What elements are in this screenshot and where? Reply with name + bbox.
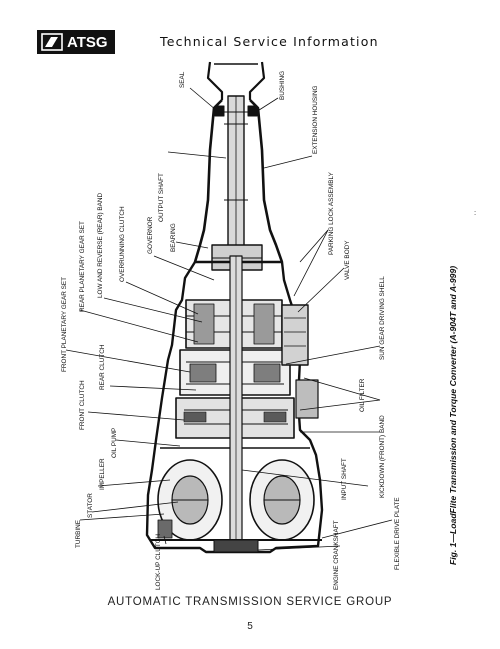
label-overrunning-clutch: OVERRUNNING CLUTCH [119,206,126,282]
label-bushing: BUSHING [279,71,286,100]
label-rear-clutch: REAR CLUTCH [99,344,106,390]
label-impeller: IMPELLER [99,458,106,490]
label-output-shaft: OUTPUT SHAFT [158,173,165,222]
label-engine-crankshaft: ENGINE CRANKSHAFT [333,520,340,590]
label-rear-planetary-gear-set: REAR PLANETARY GEAR SET [79,221,86,312]
margin-marks: ' ' [475,211,481,215]
logo-text: ATSG [67,33,108,51]
label-seal: SEAL [179,71,186,88]
label-lock-up-clutch: LOCK-UP CLUTCH [155,534,162,590]
label-bearing: BEARING [170,223,177,252]
label-turbine: TURBINE [75,520,82,548]
atsg-logo: ATSG [37,30,115,54]
label-governor: GOVERNOR [147,216,154,254]
figure-caption: Fig. 1—LoadFlite Transmission and Torque… [448,266,458,565]
label-low-reverse-band: LOW AND REVERSE (REAR) BAND [97,193,104,298]
page-title: Technical Service Information [160,34,379,49]
label-front-planetary-gear-set: FRONT PLANETARY GEAR SET [61,277,68,372]
label-sun-gear-driving-shell: SUN GEAR DRIVING SHELL [379,276,386,360]
page-number: 5 [247,621,253,632]
label-stator: STATOR [87,493,94,518]
label-extension-housing: EXTENSION HOUSING [312,85,319,154]
label-oil-filter: OIL FILTER [359,378,366,412]
label-kickdown-band: KICKDOWN (FRONT) BAND [379,415,386,498]
atsg-logo-mark-icon [41,33,63,51]
label-parking-lock-assembly: PARKING LOCK ASSEMBLY [328,171,335,255]
label-valve-body: VALVE BODY [344,240,351,280]
footer-group-name: AUTOMATIC TRANSMISSION SERVICE GROUP [107,596,393,608]
leader-lines [65,87,393,551]
label-input-shaft: INPUT SHAFT [341,458,348,500]
transmission-drawing [145,61,324,554]
label-front-clutch: FRONT CLUTCH [79,380,86,430]
label-oil-pump: OIL PUMP [111,428,118,458]
label-flexible-drive-plate: FLEXIBLE DRIVE PLATE [394,497,401,570]
